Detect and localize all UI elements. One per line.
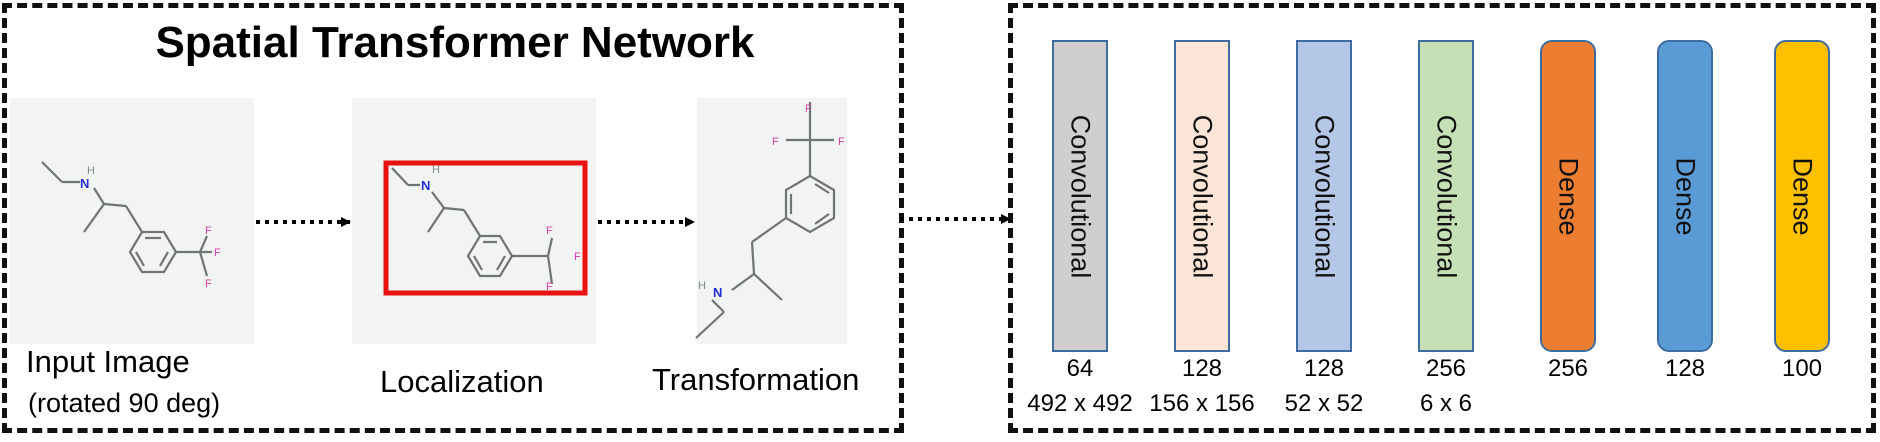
trans-atom-h: H xyxy=(698,280,706,292)
layer-size-label: 156 x 156 xyxy=(1149,390,1255,417)
layer-3-convolutional: Convolutional xyxy=(1296,40,1352,352)
layer-filters-label: 100 xyxy=(1781,355,1823,382)
trans-atom-f-right: F xyxy=(838,136,845,148)
network-box xyxy=(1008,3,1876,433)
layer-filters-label: 64 xyxy=(1066,355,1094,382)
layer-filters-label: 256 xyxy=(1425,355,1467,382)
layer-filters-label: 256 xyxy=(1547,355,1589,382)
loc-atom-n: N xyxy=(421,178,430,193)
layer-type-label: Convolutional xyxy=(1187,114,1218,278)
input-image-caption: Input Image xyxy=(26,344,190,379)
input-image-subcaption: (rotated 90 deg) xyxy=(28,388,221,418)
layer-size-label: 6 x 6 xyxy=(1419,390,1473,417)
layer-7-dense: Dense xyxy=(1774,40,1830,352)
layer-filters-label: 128 xyxy=(1664,355,1706,382)
layer-type-label: Convolutional xyxy=(1431,114,1462,278)
localization-caption: Localization xyxy=(380,364,544,399)
trans-atom-f-top: F xyxy=(805,103,812,115)
input-atom-n: N xyxy=(80,176,89,191)
layer-6-dense: Dense xyxy=(1657,40,1713,352)
transformation-caption: Transformation xyxy=(652,362,860,397)
stn-title: Spatial Transformer Network xyxy=(155,18,755,67)
loc-atom-h: H xyxy=(432,164,440,176)
input-atom-f1: F xyxy=(205,225,212,237)
localization-crop-box xyxy=(383,160,588,296)
layer-type-label: Convolutional xyxy=(1065,114,1096,278)
trans-atom-f-left: F xyxy=(772,136,779,148)
input-atom-f3: F xyxy=(205,278,212,290)
layer-size-label: 492 x 492 xyxy=(1027,390,1133,417)
input-atom-f2: F xyxy=(214,247,221,259)
loc-atom-f2: F xyxy=(574,251,581,263)
layer-4-convolutional: Convolutional xyxy=(1418,40,1474,352)
layer-type-label: Dense xyxy=(1553,156,1584,236)
input-molecule xyxy=(41,161,212,277)
layer-filters-label: 128 xyxy=(1181,355,1223,382)
localization-molecule xyxy=(391,167,554,285)
layer-type-label: Convolutional xyxy=(1309,114,1340,278)
layer-2-convolutional: Convolutional xyxy=(1174,40,1230,352)
layer-1-convolutional: Convolutional xyxy=(1052,40,1108,352)
loc-atom-f1: F xyxy=(546,225,553,237)
trans-atom-n: N xyxy=(713,285,722,300)
input-image-panel xyxy=(10,98,254,344)
input-atom-h: H xyxy=(87,165,95,177)
layer-filters-label: 128 xyxy=(1303,355,1345,382)
layer-size-label: 52 x 52 xyxy=(1284,390,1364,417)
layer-type-label: Dense xyxy=(1787,156,1818,236)
loc-atom-f3: F xyxy=(546,281,553,293)
localization-panel xyxy=(352,98,596,344)
transformed-molecule xyxy=(695,102,836,339)
layer-5-dense: Dense xyxy=(1540,40,1596,352)
layer-type-label: Dense xyxy=(1670,156,1701,236)
